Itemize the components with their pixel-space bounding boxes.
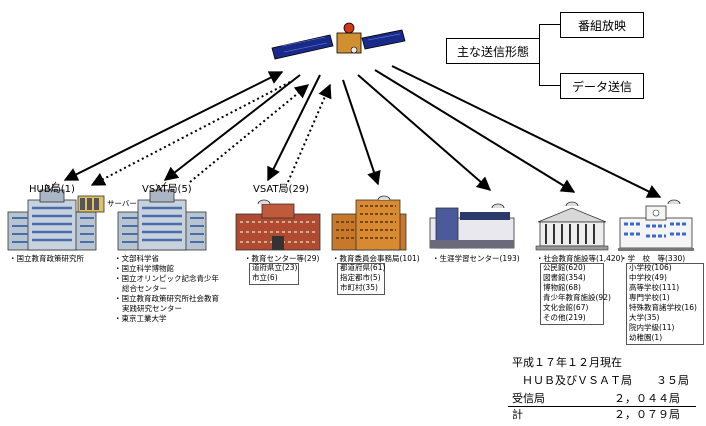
lifelong-center-building-icon bbox=[429, 203, 515, 249]
hub-station-title: HUB局(1) bbox=[29, 184, 75, 195]
school-sub-0: 小学校(106) bbox=[629, 263, 672, 272]
school-building-icon bbox=[618, 199, 694, 251]
vsat5-item-3: 総合センター bbox=[122, 284, 167, 293]
server-icon bbox=[77, 195, 105, 213]
link-hub-down bbox=[63, 71, 284, 181]
satellite-icon bbox=[271, 22, 406, 60]
education-center-building-icon bbox=[235, 199, 321, 251]
social-sub-1: 図書館(354) bbox=[543, 273, 586, 282]
link-school bbox=[391, 65, 662, 198]
summary-hub-vsat-label: ＨＵＢ及びＶＳＡＴ局 bbox=[522, 374, 632, 387]
school-sub-7: 幼稚園(1) bbox=[629, 333, 663, 342]
vsat5-item-2: ・国立オリンピック記念青少年 bbox=[114, 274, 219, 283]
board-sub-1: 指定都市(5) bbox=[340, 273, 381, 282]
vsat29-sub-0: 道府県立(23) bbox=[252, 263, 298, 272]
vsat5-building-icon bbox=[117, 181, 207, 251]
link-hub-up bbox=[90, 81, 291, 186]
hub-item-0: ・国立教育政策研究所 bbox=[9, 254, 84, 263]
school-sub-6: 院内学級(11) bbox=[629, 323, 675, 332]
school-sub-1: 中学校(49) bbox=[629, 273, 667, 282]
link-lifelong bbox=[357, 74, 492, 191]
link-board bbox=[342, 79, 381, 186]
legend-bracket bbox=[539, 24, 560, 86]
link-social bbox=[374, 69, 576, 193]
board-sub-0: 都道府県(61) bbox=[340, 263, 386, 272]
summary-total-label: 計 bbox=[512, 408, 523, 421]
board-sub-2: 市町村(35) bbox=[340, 283, 378, 292]
link-vsat29-down bbox=[267, 74, 321, 182]
school-head: ・学 校 等(330) bbox=[620, 254, 686, 263]
vsat5-station-title: VSAT局(5) bbox=[142, 184, 192, 195]
vsat29-sub-box bbox=[249, 263, 299, 285]
social-sub-0: 公民館(620) bbox=[543, 263, 586, 272]
social-facility-building-icon bbox=[535, 201, 609, 251]
school-sub-3: 専門学校(1) bbox=[629, 293, 670, 302]
summary-divider bbox=[508, 406, 696, 407]
summary-hub-vsat-value: ３５局 bbox=[656, 374, 689, 387]
hub-building-icon bbox=[7, 181, 97, 251]
vsat29-sub-1: 市立(6) bbox=[252, 273, 278, 282]
social-sub-box bbox=[540, 263, 604, 325]
school-sub-4: 特殊教育諸学校(16) bbox=[629, 303, 697, 312]
server-label: サーバー bbox=[107, 199, 137, 208]
vsat29-station-title: VSAT局(29) bbox=[253, 184, 310, 195]
summary-total-value: ２，０７９局 bbox=[614, 408, 680, 421]
vsat5-item-5: 実践研究センター bbox=[122, 304, 182, 313]
vsat5-item-6: ・東京工業大学 bbox=[114, 314, 167, 323]
link-vsat29-up bbox=[287, 83, 332, 183]
social-sub-3: 青少年教育施設(92) bbox=[543, 293, 611, 302]
lifelong-head: ・生涯学習センター(193) bbox=[432, 254, 520, 263]
link-vsat5-down bbox=[163, 74, 301, 181]
board-head: ・教育委員会事務局(101) bbox=[332, 254, 420, 263]
school-sub-2: 高等学校(111) bbox=[629, 283, 680, 292]
board-building-icon bbox=[331, 195, 407, 251]
vsat5-item-1: ・国立科学博物館 bbox=[114, 264, 174, 273]
summary-date: 平成１７年１２月現在 bbox=[512, 356, 622, 369]
board-sub-box bbox=[337, 263, 385, 295]
social-sub-2: 博物館(68) bbox=[543, 283, 581, 292]
school-sub-box bbox=[626, 263, 704, 345]
data-mode-box: データ送信 bbox=[560, 73, 644, 99]
social-head: ・社会教育施設等(1,420) bbox=[536, 254, 624, 263]
social-sub-4: 文化会館(67) bbox=[543, 303, 589, 312]
vsat5-item-0: ・文部科学省 bbox=[114, 254, 159, 263]
main-transmission-label: 主な送信形態 bbox=[446, 38, 540, 64]
summary-receive-value: ２，０４４局 bbox=[614, 392, 680, 405]
vsat29-head: ・教育センター等(29) bbox=[244, 254, 320, 263]
broadcast-mode-box: 番組放映 bbox=[560, 12, 644, 38]
vsat5-item-4: ・国立教育政策研究所社会教育 bbox=[114, 294, 219, 303]
summary-receive-label: 受信局 bbox=[512, 392, 545, 405]
school-sub-5: 大学(35) bbox=[629, 313, 660, 322]
social-sub-5: その他(219) bbox=[543, 313, 586, 322]
link-vsat5-up bbox=[189, 84, 310, 183]
